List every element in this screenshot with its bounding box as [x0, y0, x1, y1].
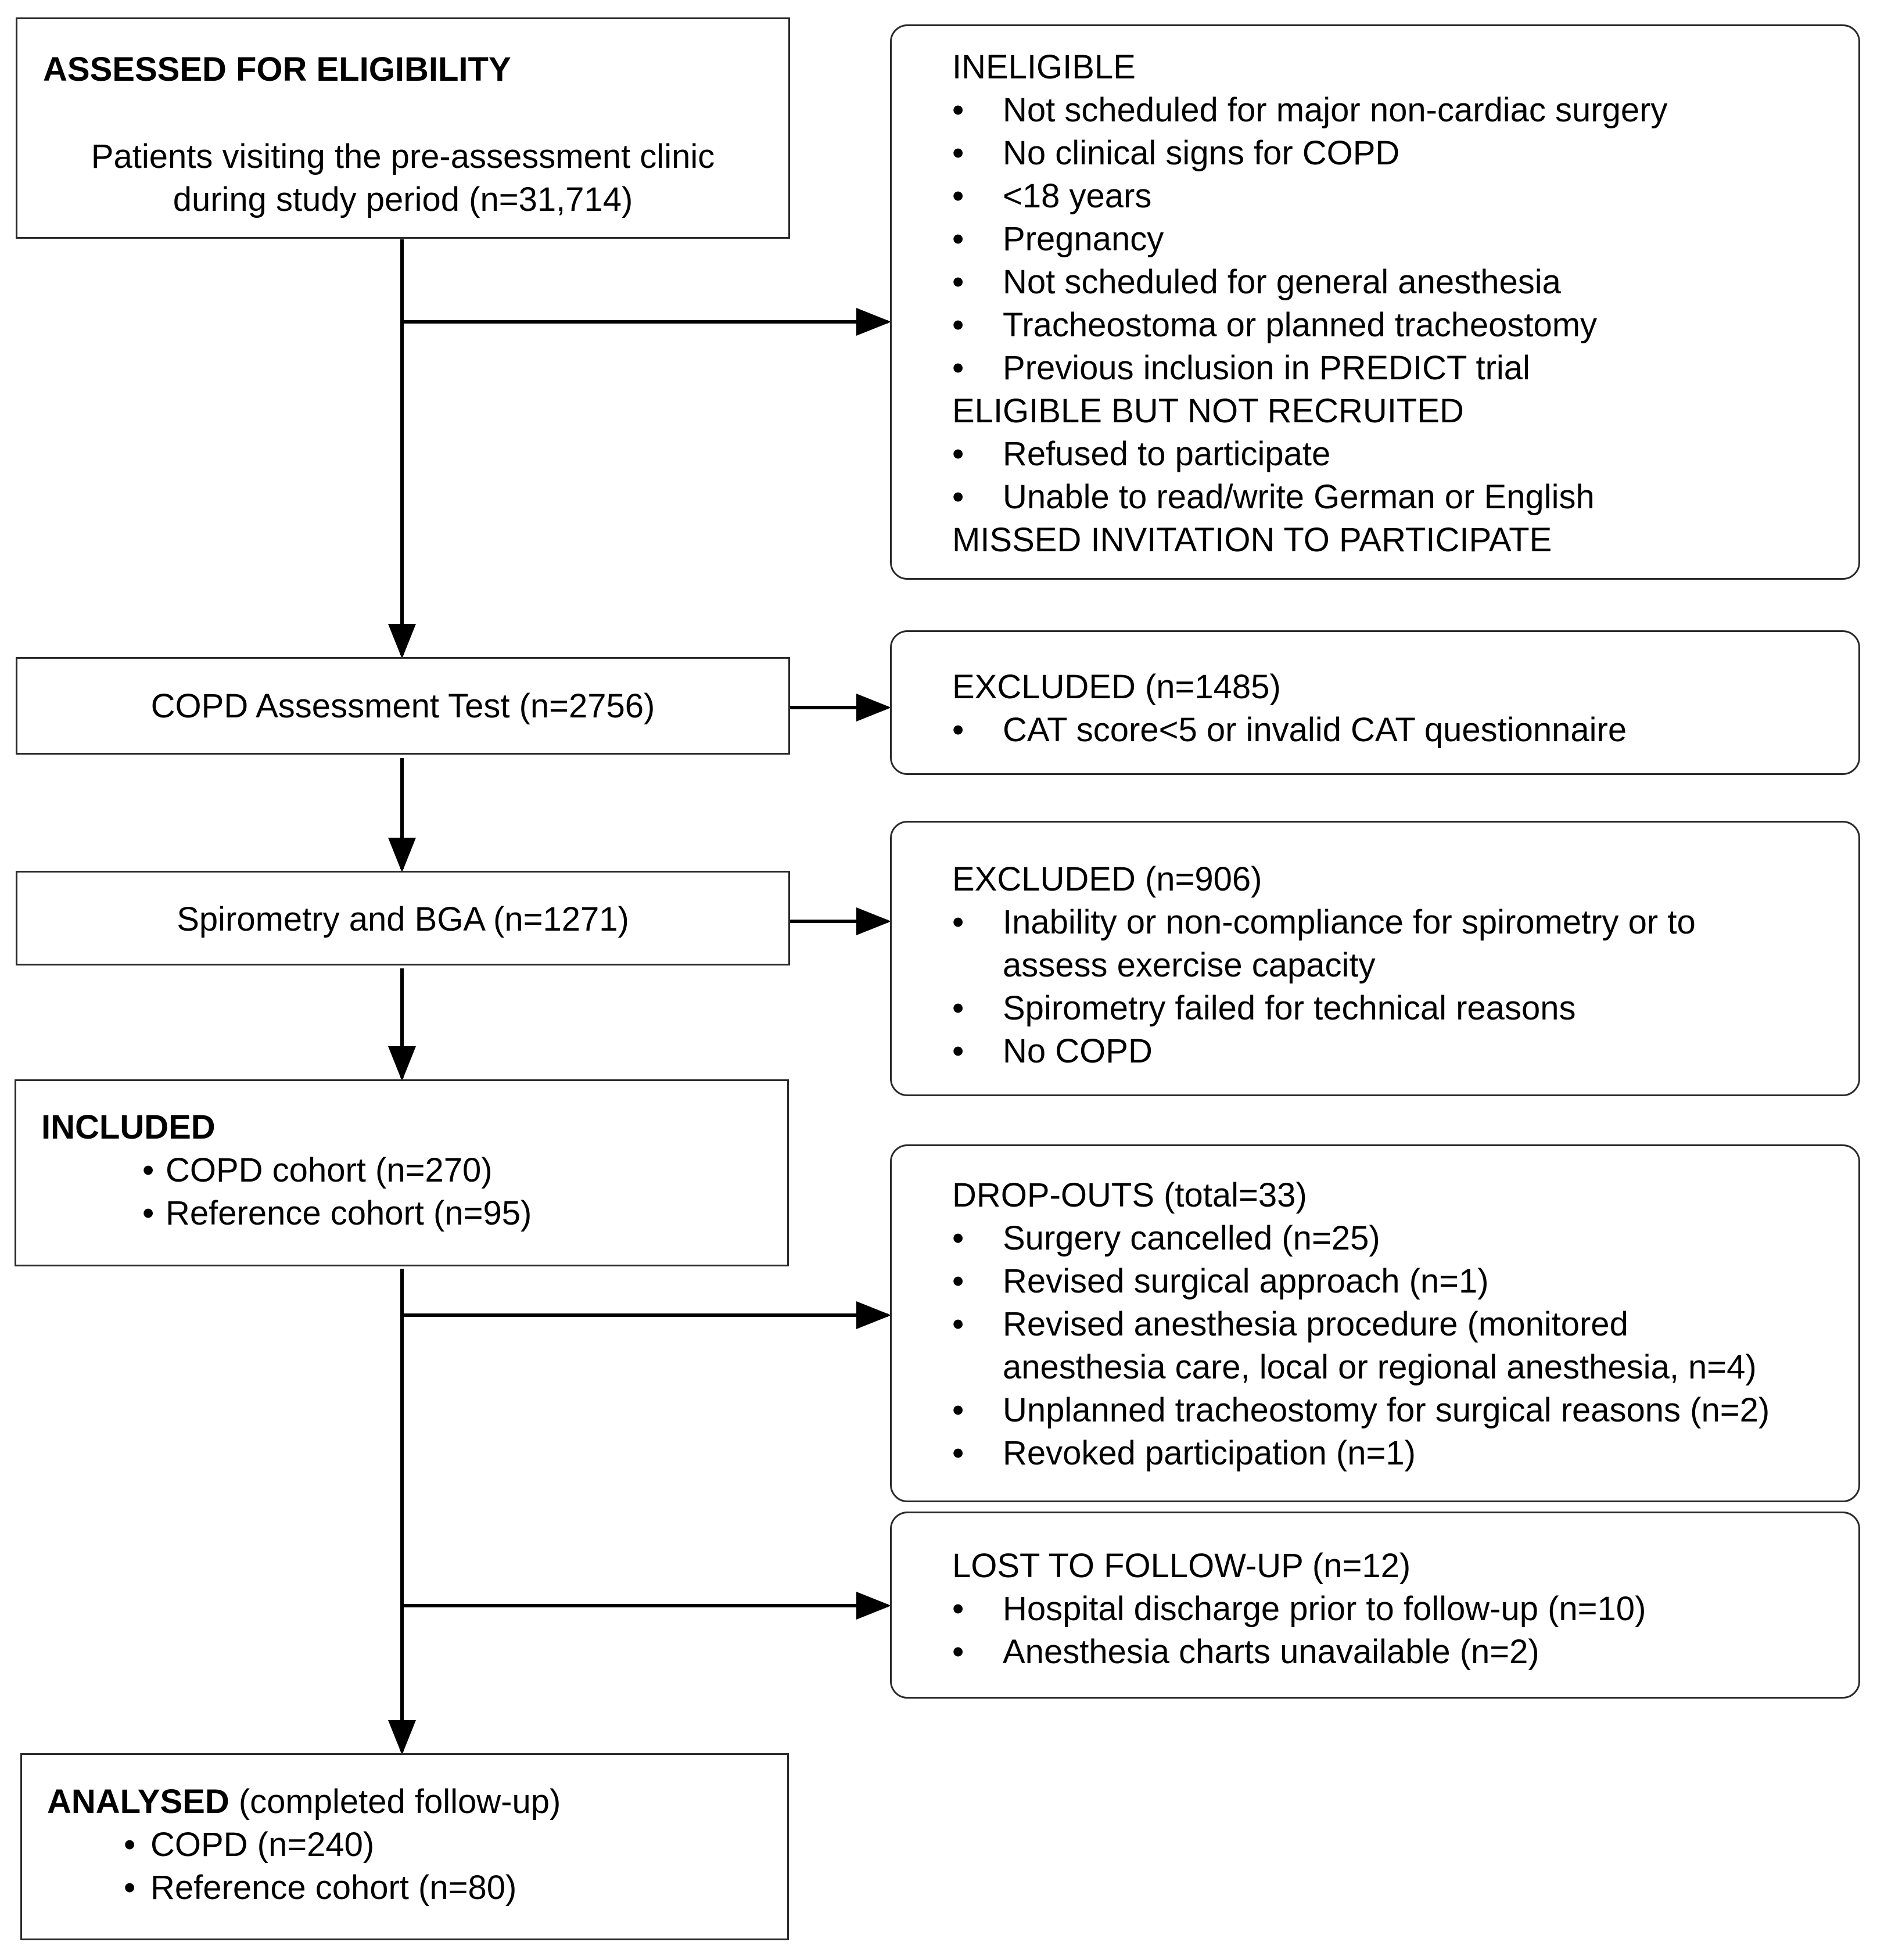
assessed-title: ASSESSED FOR ELIGIBILITY — [43, 51, 511, 88]
bullet: • — [952, 177, 964, 215]
dropouts-item: Revoked participation (n=1) — [1003, 1434, 1416, 1472]
excluded-cat-box: EXCLUDED (n=1485) • CAT score<5 or inval… — [890, 630, 1860, 775]
ineligible-item: Pregnancy — [1003, 220, 1164, 258]
included-box: INCLUDED • COPD cohort (n=270) • Referen… — [15, 1079, 789, 1266]
ineligible-box: INELIGIBLE • Not scheduled for major non… — [890, 24, 1860, 580]
ineligible-item: Not scheduled for major non-cardiac surg… — [1003, 91, 1668, 129]
bullet: • — [952, 1305, 964, 1343]
bullet: • — [952, 1434, 964, 1472]
lost-box: LOST TO FOLLOW-UP (n=12) • Hospital disc… — [890, 1512, 1860, 1699]
bullet: • — [952, 478, 964, 516]
bullet: • — [952, 220, 964, 258]
bullet: • — [142, 1194, 155, 1232]
analysed-title: ANALYSED (completed follow-up) — [47, 1785, 561, 1819]
ineligible-item: Previous inclusion in PREDICT trial — [1003, 349, 1530, 387]
not-recruited-item: Refused to participate — [1003, 435, 1331, 473]
ineligible-item: <18 years — [1003, 177, 1152, 215]
bullet: • — [952, 349, 964, 387]
assessed-line1: Patients visiting the pre-assessment cli… — [91, 138, 715, 175]
excluded-spiro-item: Spirometry failed for technical reasons — [1003, 989, 1576, 1027]
bullet: • — [952, 263, 964, 301]
bullet: • — [952, 306, 964, 344]
bullet: • — [952, 134, 964, 172]
not-recruited-item: Unable to read/write German or English — [1003, 478, 1595, 516]
analysed-title-rest: (completed follow-up) — [229, 1783, 561, 1821]
dropouts-box: DROP-OUTS (total=33) • Surgery cancelled… — [890, 1144, 1860, 1502]
analysed-box: ANALYSED (completed follow-up) • COPD (n… — [20, 1753, 789, 1940]
ineligible-item: Not scheduled for general anesthesia — [1003, 263, 1561, 301]
cat-box: COPD Assessment Test (n=2756) — [16, 657, 790, 755]
lost-heading: LOST TO FOLLOW-UP (n=12) — [952, 1547, 1411, 1585]
dropouts-item: Unplanned tracheostomy for surgical reas… — [1003, 1391, 1770, 1429]
assessed-line2: during study period (n=31,714) — [173, 181, 633, 218]
ineligible-item: No clinical signs for COPD — [1003, 134, 1400, 172]
missed-invitation-heading: MISSED INVITATION TO PARTICIPATE — [952, 521, 1552, 559]
bullet: • — [952, 1391, 964, 1429]
bullet: • — [142, 1151, 155, 1189]
analysed-item: Reference cohort (n=80) — [150, 1869, 517, 1907]
dropouts-item: Revised anesthesia procedure (monitored — [1003, 1305, 1628, 1343]
bullet: • — [952, 1219, 964, 1257]
lost-item: Anesthesia charts unavailable (n=2) — [1003, 1633, 1539, 1671]
eligible-not-recruited-heading: ELIGIBLE BUT NOT RECRUITED — [952, 392, 1464, 430]
ineligible-heading: INELIGIBLE — [952, 48, 1136, 86]
bullet: • — [952, 1633, 964, 1671]
bullet: • — [952, 989, 964, 1027]
bullet: • — [124, 1869, 136, 1907]
excluded-spiro-heading: EXCLUDED (n=906) — [952, 860, 1262, 898]
bullet: • — [952, 435, 964, 473]
excluded-cat-item: CAT score<5 or invalid CAT questionnaire — [1003, 711, 1627, 749]
assessed-box: ASSESSED FOR ELIGIBILITY Patients visiti… — [16, 17, 790, 239]
bullet: • — [952, 903, 964, 941]
bullet: • — [952, 91, 964, 129]
bullet: • — [952, 1590, 964, 1628]
dropouts-item: Surgery cancelled (n=25) — [1003, 1219, 1380, 1257]
excluded-spiro-box: EXCLUDED (n=906) • Inability or non-comp… — [890, 821, 1860, 1096]
excluded-cat-heading: EXCLUDED (n=1485) — [952, 668, 1281, 706]
spiro-box: Spirometry and BGA (n=1271) — [16, 871, 790, 965]
analysed-title-bold: ANALYSED — [47, 1783, 229, 1821]
included-title: INCLUDED — [41, 1108, 216, 1146]
analysed-item: COPD (n=240) — [150, 1826, 375, 1864]
excluded-spiro-item: Inability or non-compliance for spiromet… — [1003, 903, 1696, 941]
lost-item: Hospital discharge prior to follow-up (n… — [1003, 1590, 1646, 1628]
included-item: Reference cohort (n=95) — [166, 1194, 532, 1232]
excluded-spiro-item-cont: assess exercise capacity — [1003, 946, 1376, 984]
bullet: • — [952, 1032, 964, 1070]
excluded-spiro-item: No COPD — [1003, 1032, 1153, 1070]
bullet: • — [952, 1262, 964, 1300]
cat-label: COPD Assessment Test (n=2756) — [150, 687, 655, 725]
spiro-label: Spirometry and BGA (n=1271) — [177, 900, 629, 938]
dropouts-item: Revised surgical approach (n=1) — [1003, 1262, 1489, 1300]
bullet: • — [952, 711, 964, 749]
bullet: • — [124, 1826, 136, 1864]
dropouts-item-cont: anesthesia care, local or regional anest… — [1003, 1348, 1757, 1386]
dropouts-heading: DROP-OUTS (total=33) — [952, 1176, 1307, 1214]
ineligible-item: Tracheostoma or planned tracheostomy — [1003, 306, 1598, 344]
included-item: COPD cohort (n=270) — [166, 1151, 493, 1189]
